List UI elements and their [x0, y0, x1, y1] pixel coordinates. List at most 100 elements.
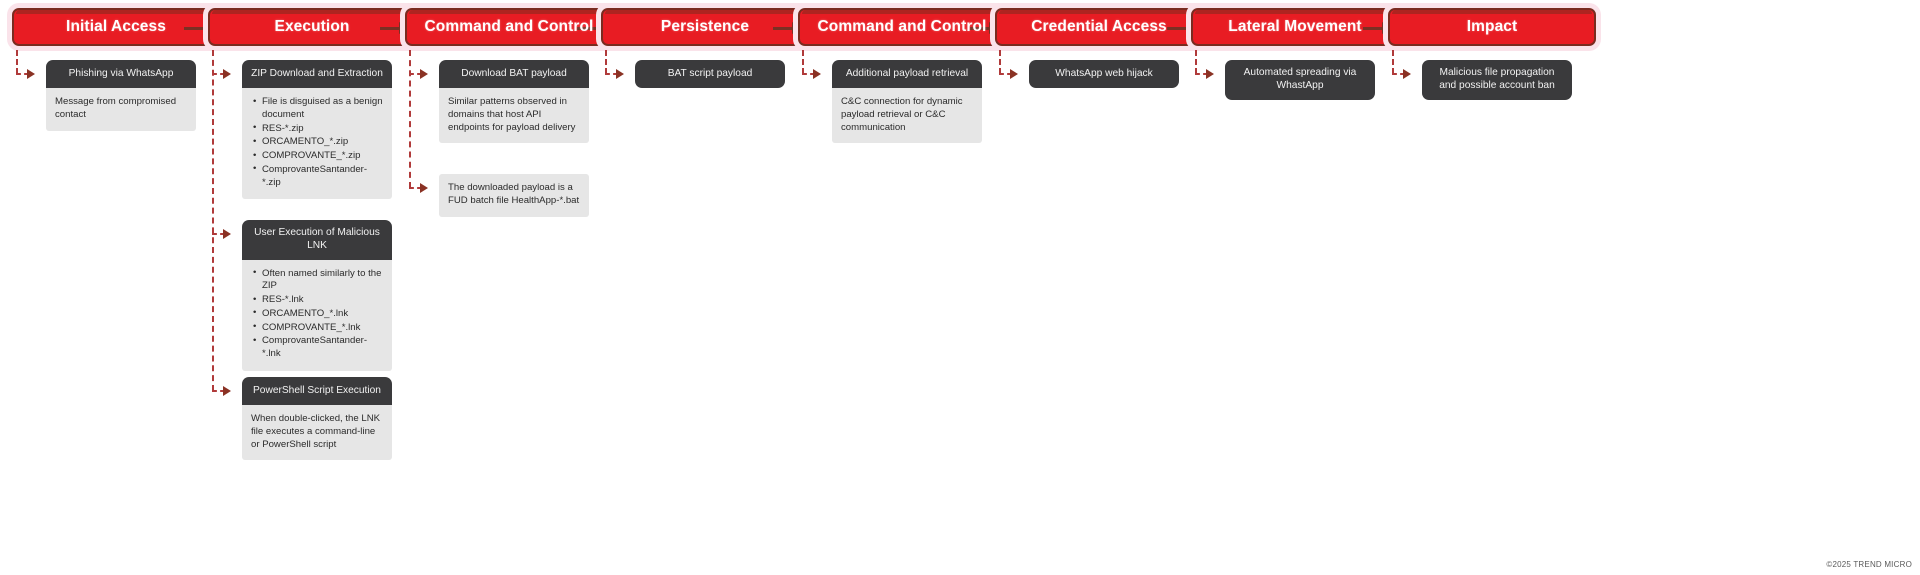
- tactic-detail-item: COMPROVANTE_*.zip: [253, 150, 383, 163]
- tactic-card-malicious-file-propagation[interactable]: Malicious file propagation and possible …: [1422, 60, 1572, 100]
- tactic-detail-text: When double-clicked, the LNK file execut…: [251, 413, 381, 450]
- connector-arrowhead-icon: [1010, 69, 1018, 79]
- tactic-detail-item: RES-*.zip: [253, 122, 383, 136]
- stage-header-accent-bar: [802, 10, 1002, 14]
- stage-header-persistence[interactable]: Persistence: [601, 8, 809, 46]
- tactic-detail-item: ORCAMENTO_*.zip: [253, 136, 383, 149]
- stage-spine-line: [1392, 50, 1394, 74]
- connector-line: [212, 233, 225, 235]
- connector-arrow-icon: [605, 68, 627, 80]
- stage-header-accent-bar: [605, 10, 805, 14]
- tactic-card-title: WhatsApp web hijack: [1029, 60, 1179, 88]
- connector-arrow-icon: [212, 228, 234, 240]
- stage-header-accent-bar: [409, 10, 609, 14]
- connector-arrowhead-icon: [616, 69, 624, 79]
- tactic-card-title: PowerShell Script Execution: [242, 377, 392, 405]
- tactic-detail-item: ORCAMENTO_*.lnk: [253, 307, 383, 321]
- connector-line: [999, 73, 1012, 75]
- connector-arrowhead-icon: [223, 386, 231, 396]
- tactic-card-automated-spreading-via-whatsapp[interactable]: Automated spreading via WhastApp: [1225, 60, 1375, 100]
- tactic-card-title: Download BAT payload: [439, 60, 589, 88]
- stage-header-execution[interactable]: Execution: [208, 8, 416, 46]
- stage-header-command-and-control-2[interactable]: Command and Control: [798, 8, 1006, 46]
- stage-title: Command and Control: [817, 17, 987, 35]
- connector-arrowhead-icon: [223, 69, 231, 79]
- tactic-card-details: C&C connection for dynamic payload retri…: [832, 88, 982, 144]
- tactic-card-details: Often named similarly to the ZIPRES-*.ln…: [242, 259, 392, 371]
- tactic-card-title: Additional payload retrieval: [832, 60, 982, 88]
- connector-arrow-icon: [1195, 68, 1217, 80]
- connector-line: [1392, 73, 1405, 75]
- tactic-detail-item: ComprovanteSantander-*.lnk: [253, 335, 383, 361]
- tactic-card-title: Malicious file propagation and possible …: [1422, 60, 1572, 100]
- connector-arrow-icon: [409, 182, 431, 194]
- connector-line: [409, 73, 422, 75]
- tactic-detail-item: Often named similarly to the ZIP: [253, 267, 383, 294]
- connector-arrow-icon: [212, 68, 234, 80]
- tactic-detail-item: RES-*.lnk: [253, 294, 383, 307]
- connector-arrowhead-icon: [223, 229, 231, 239]
- tactic-card-zip-download-and-extraction[interactable]: ZIP Download and ExtractionFile is disgu…: [242, 60, 392, 200]
- stage-header-command-and-control-1[interactable]: Command and Control: [405, 8, 613, 46]
- tactic-detail-list: File is disguised as a benign documentRE…: [251, 96, 383, 189]
- connector-line: [802, 73, 815, 75]
- tactic-card-whatsapp-web-hijack[interactable]: WhatsApp web hijack: [1029, 60, 1179, 88]
- connector-arrow-icon: [1392, 68, 1414, 80]
- tactic-card-title: Automated spreading via WhastApp: [1225, 60, 1375, 100]
- stage-title: Command and Control: [424, 17, 594, 35]
- connector-arrow-icon: [16, 68, 38, 80]
- tactic-card-title: User Execution of Malicious LNK: [242, 220, 392, 260]
- connector-arrow-icon: [999, 68, 1021, 80]
- stage-spine-line: [1195, 50, 1197, 74]
- connector-arrowhead-icon: [420, 183, 428, 193]
- stage-header-impact[interactable]: Impact: [1388, 8, 1596, 46]
- tactic-detail-text: C&C connection for dynamic payload retri…: [841, 96, 963, 133]
- tactic-card-title: ZIP Download and Extraction: [242, 60, 392, 88]
- tactic-detail-text: Similar patterns observed in domains tha…: [448, 96, 576, 133]
- connector-line: [605, 73, 618, 75]
- tactic-card-user-execution-of-malicious-lnk[interactable]: User Execution of Malicious LNKOften nam…: [242, 220, 392, 371]
- connector-arrow-icon: [212, 385, 234, 397]
- stage-spine-line: [212, 50, 214, 391]
- stage-header-accent-bar: [212, 10, 412, 14]
- tactic-card-details: File is disguised as a benign documentRE…: [242, 88, 392, 200]
- stage-header-initial-access[interactable]: Initial Access: [12, 8, 220, 46]
- tactic-card-title: Phishing via WhatsApp: [46, 60, 196, 88]
- connector-arrowhead-icon: [420, 69, 428, 79]
- stage-header-accent-bar: [16, 10, 216, 14]
- connector-arrowhead-icon: [1403, 69, 1411, 79]
- stage-title: Persistence: [660, 17, 750, 35]
- stage-spine-line: [409, 50, 411, 188]
- connector-line: [409, 187, 422, 189]
- stage-title: Lateral Movement: [1228, 17, 1362, 35]
- tactic-card-bat-script-payload[interactable]: BAT script payload: [635, 60, 785, 88]
- connector-arrow-icon: [802, 68, 824, 80]
- tactic-card-details: When double-clicked, the LNK file execut…: [242, 405, 392, 461]
- connector-line: [1195, 73, 1208, 75]
- connector-arrow-icon: [409, 68, 431, 80]
- stage-title: Initial Access: [66, 17, 166, 35]
- stage-header-accent-bar: [999, 10, 1199, 14]
- stage-spine-line: [999, 50, 1001, 74]
- stage-header-lateral-movement[interactable]: Lateral Movement: [1191, 8, 1399, 46]
- stage-title: Credential Access: [1031, 17, 1167, 35]
- stage-spine-line: [16, 50, 18, 74]
- stage-spine-line: [802, 50, 804, 74]
- tactic-detail-text: Message from compromised contact: [55, 96, 177, 120]
- connector-arrowhead-icon: [1206, 69, 1214, 79]
- stage-header-credential-access[interactable]: Credential Access: [995, 8, 1203, 46]
- connector-line: [16, 73, 29, 75]
- tactic-detail-item: ComprovanteSantander-*.zip: [253, 163, 383, 190]
- tactic-detail-item: COMPROVANTE_*.lnk: [253, 321, 383, 335]
- connector-line: [212, 73, 225, 75]
- tactic-detail-item: File is disguised as a benign document: [253, 96, 383, 122]
